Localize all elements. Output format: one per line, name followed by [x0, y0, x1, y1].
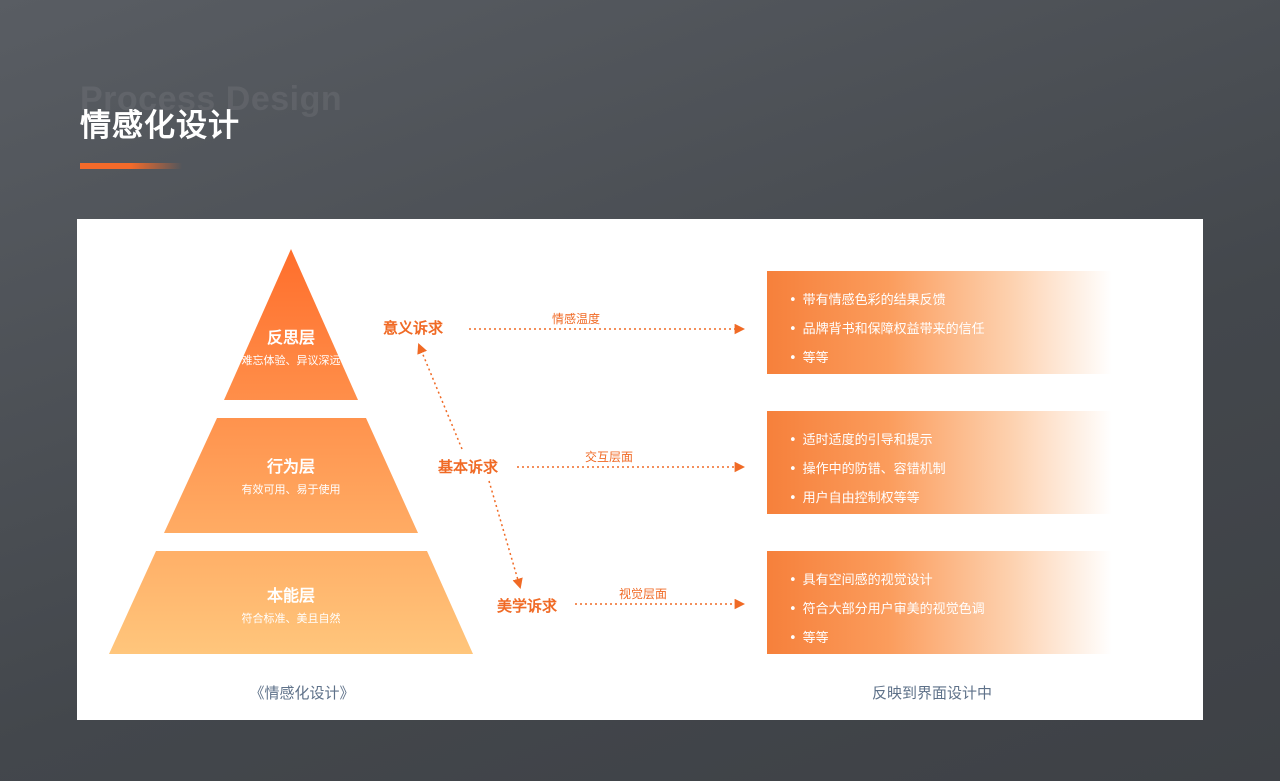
- list-item: • 等等: [789, 624, 1112, 653]
- pyramid-layer-behavioral: [164, 418, 418, 533]
- bullet-dot: •: [789, 322, 797, 337]
- arrow-basic-to-meaning: [417, 343, 463, 450]
- list-item-text: 适时适度的引导和提示: [802, 433, 933, 448]
- panels-caption: 反映到界面设计中: [871, 684, 992, 702]
- level-visual: 视觉层面: [619, 587, 668, 601]
- page-title: 情感化设计: [80, 108, 240, 144]
- list-item-text: 品牌背书和保障权益带来的信任: [802, 322, 985, 337]
- list-item: • 适时适度的引导和提示: [789, 426, 1112, 455]
- layer-subtitle: 有效可用、易于使用: [241, 483, 341, 496]
- pyramid-layer-reflective: [224, 249, 358, 400]
- appeal-aesthetic: 美学诉求: [497, 597, 558, 615]
- level-emotion: 情感温度: [552, 312, 601, 326]
- layer-label-reflective: 反思层 难忘体验、异议深远: [211, 328, 371, 369]
- header-watermark: Process Design: [80, 80, 343, 118]
- list-item: • 带有情感色彩的结果反馈: [789, 286, 1112, 315]
- list-item-text: 等等: [802, 351, 829, 366]
- layer-subtitle: 难忘体验、异议深远: [241, 354, 341, 367]
- title-underline: [80, 163, 182, 169]
- panel-aesthetic: • 具有空间感的视觉设计 • 符合大部分用户审美的视觉色调 • 等等: [767, 551, 1112, 654]
- bullet-dot: •: [789, 351, 797, 366]
- list-item-text: 操作中的防错、容错机制: [802, 462, 946, 477]
- pyramid-caption: 《情感化设计》: [249, 684, 355, 702]
- level-interaction: 交互层面: [585, 450, 634, 464]
- bullet-dot: •: [789, 491, 797, 506]
- layer-label-visceral: 本能层 符合标准、美且自然: [211, 586, 371, 627]
- list-item-text: 用户自由控制权等等: [802, 491, 920, 506]
- arrow-basic-to-aesthetic: [488, 480, 523, 590]
- list-item: • 品牌背书和保障权益带来的信任: [789, 315, 1112, 344]
- content-card: 反思层 难忘体验、异议深远 行为层 有效可用、易于使用 本能层 符合标准、美且自…: [77, 219, 1203, 720]
- bullet-dot: •: [789, 573, 797, 588]
- bullet-dot: •: [789, 631, 797, 646]
- layer-title: 行为层: [266, 457, 315, 476]
- layer-subtitle: 符合标准、美且自然: [241, 612, 341, 625]
- list-item: • 等等: [789, 344, 1112, 373]
- layer-title: 本能层: [266, 586, 315, 605]
- panel-meaning: • 带有情感色彩的结果反馈 • 品牌背书和保障权益带来的信任 • 等等: [767, 271, 1112, 374]
- pyramid-layer-visceral: [109, 551, 473, 654]
- list-item: • 操作中的防错、容错机制: [789, 455, 1112, 484]
- layer-label-behavioral: 行为层 有效可用、易于使用: [211, 457, 371, 498]
- list-item-text: 等等: [802, 631, 829, 646]
- bullet-dot: •: [789, 602, 797, 617]
- bullet-dot: •: [789, 293, 797, 308]
- appeal-meaning: 意义诉求: [383, 319, 444, 337]
- list-item: • 具有空间感的视觉设计: [789, 566, 1112, 595]
- bullet-dot: •: [789, 462, 797, 477]
- list-item-text: 具有空间感的视觉设计: [802, 573, 933, 588]
- appeal-basic: 基本诉求: [438, 458, 499, 476]
- list-item: • 符合大部分用户审美的视觉色调: [789, 595, 1112, 624]
- list-item: • 用户自由控制权等等: [789, 484, 1112, 513]
- diagram-graphics: [109, 249, 746, 654]
- list-item-text: 符合大部分用户审美的视觉色调: [802, 602, 985, 617]
- list-item-text: 带有情感色彩的结果反馈: [802, 293, 946, 308]
- layer-title: 反思层: [266, 328, 315, 347]
- panel-basic: • 适时适度的引导和提示 • 操作中的防错、容错机制 • 用户自由控制权等等: [767, 411, 1112, 514]
- bullet-dot: •: [789, 433, 797, 448]
